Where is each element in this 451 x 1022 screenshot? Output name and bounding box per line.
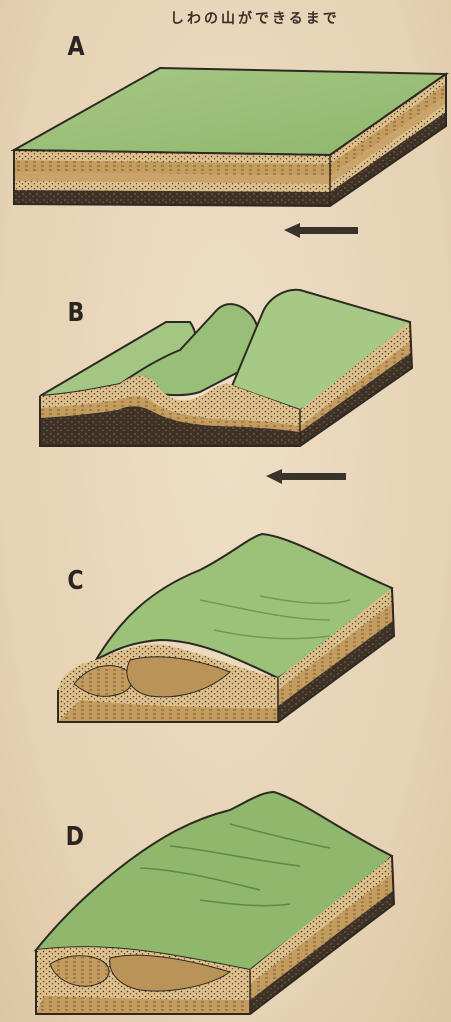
compression-arrow-1 [284,223,358,238]
block-c [58,534,394,722]
compression-arrow-2 [266,469,346,484]
block-a [14,68,446,206]
block-b [40,290,412,446]
block-d [36,792,394,1014]
